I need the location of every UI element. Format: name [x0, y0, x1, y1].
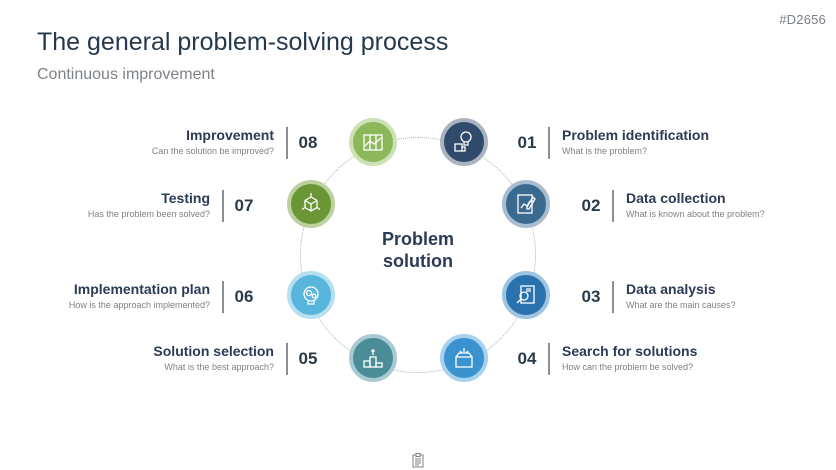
- cube-network-icon: [287, 180, 335, 228]
- page-subtitle: Continuous improvement: [37, 66, 215, 83]
- box-ideas-icon: [440, 334, 488, 382]
- gears-bulb-icon: [287, 271, 335, 319]
- clipboard-chart-icon: [502, 180, 550, 228]
- divider: [612, 190, 614, 222]
- step-number: 04: [517, 349, 537, 368]
- cycle-ring: [300, 137, 536, 373]
- step-title: Testing: [161, 190, 210, 206]
- divider: [286, 343, 288, 375]
- step-question: What is the problem?: [562, 146, 648, 156]
- divider: [548, 127, 550, 159]
- step-title: Solution selection: [153, 343, 274, 359]
- center-label-line-2: solution: [383, 251, 453, 271]
- step-title: Improvement: [186, 127, 274, 143]
- step-number: 01: [517, 133, 537, 152]
- step-number: 07: [234, 196, 254, 215]
- step-question: Can the solution be improved?: [151, 146, 274, 156]
- step-title: Search for solutions: [562, 343, 698, 359]
- step-question: How is the approach implemented?: [68, 300, 210, 310]
- map-chart-icon: [349, 118, 397, 166]
- step-question: What are the main causes?: [626, 300, 736, 310]
- step-title: Implementation plan: [73, 281, 210, 297]
- step-number: 02: [581, 196, 601, 215]
- step-title: Problem identification: [562, 127, 710, 143]
- divider: [548, 343, 550, 375]
- lightbulb-puzzle-icon: [440, 118, 488, 166]
- page-id: #D2656: [779, 12, 826, 27]
- step-question: What is the best approach?: [164, 362, 274, 372]
- center-label-line-1: Problem: [381, 229, 455, 249]
- divider: [286, 127, 288, 159]
- step-number: 08: [298, 133, 318, 152]
- step-question: What is known about the problem?: [626, 209, 765, 219]
- step-title: Data collection: [626, 190, 726, 206]
- page-title: The general problem-solving process: [37, 28, 449, 56]
- step-question: How can the problem be solved?: [562, 362, 694, 372]
- magnifier-document-icon: [502, 271, 550, 319]
- podium-icon: [349, 334, 397, 382]
- clipboard-icon[interactable]: [410, 452, 426, 468]
- center-label: Problem solution: [341, 228, 495, 272]
- step-title: Data analysis: [626, 281, 716, 297]
- divider: [612, 281, 614, 313]
- divider: [222, 281, 224, 313]
- step-question: Has the problem been solved?: [87, 209, 210, 219]
- step-number: 05: [298, 349, 318, 368]
- divider: [222, 190, 224, 222]
- step-number: 03: [581, 287, 601, 306]
- step-number: 06: [234, 287, 254, 306]
